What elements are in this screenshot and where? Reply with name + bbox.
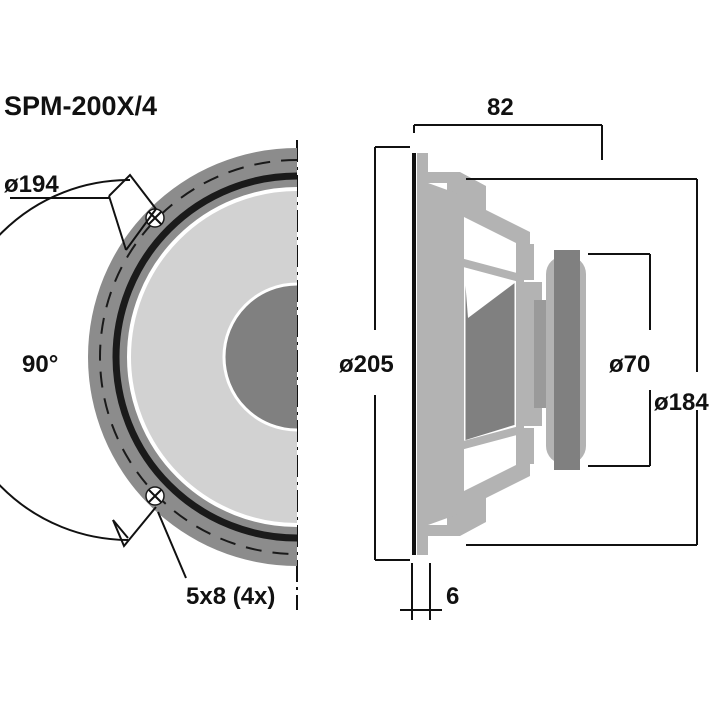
front-gasket (412, 153, 416, 555)
angle-90-arc (0, 178, 131, 541)
mounting-hole (145, 208, 165, 228)
dust-cap-highlight (222, 282, 298, 432)
basket-arm-lower (428, 428, 534, 536)
bolt-circle-dashed (99, 159, 298, 555)
mounting-flange (417, 153, 428, 555)
dimension-205 (374, 146, 410, 561)
mounting-hole (145, 486, 165, 506)
dimension-6-label: 6 (446, 583, 459, 610)
mounting-hole-leader (112, 506, 187, 579)
dimension-70-label: ø70 (609, 351, 650, 378)
dimension-6 (400, 563, 442, 620)
basket-arm-upper (428, 172, 534, 280)
basket-body (428, 183, 464, 525)
side-section-view: 82 ø205 ø70 ø184 6 (339, 94, 709, 620)
drawing-title: SPM-200X/4 (4, 91, 157, 121)
dimension-184-label: ø184 (654, 389, 709, 416)
dimension-70 (588, 253, 651, 467)
diameter-194-leader (10, 173, 157, 251)
diameter-194-label: ø194 (4, 171, 59, 198)
dimension-205-label: ø205 (339, 351, 394, 378)
front-view: ø194 90° 5x8 (4x) (0, 140, 298, 610)
dimension-82-label: 82 (487, 94, 514, 121)
cone-frame-border (456, 256, 524, 452)
dust-cap (224, 284, 297, 430)
mounting-hole-label: 5x8 (4x) (186, 583, 275, 610)
black-surround-ring (112, 172, 298, 542)
paper-cone (130, 190, 297, 524)
dimension-184 (466, 178, 698, 546)
pole-plate (534, 300, 548, 408)
cone-highlight-ring (127, 187, 298, 527)
dimension-82 (413, 124, 603, 160)
magnet-assembly (554, 250, 580, 470)
cone-highlight-wedge (464, 266, 516, 318)
angle-90-label: 90° (22, 351, 58, 378)
